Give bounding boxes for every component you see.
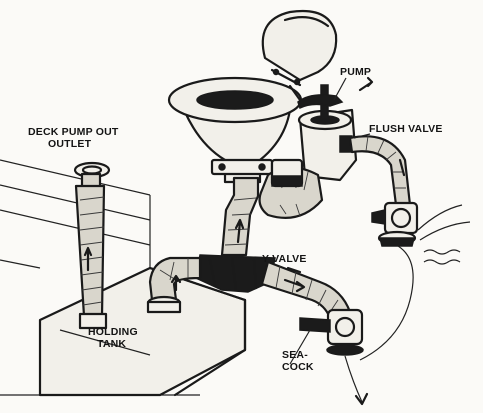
- label-deck-pump-out: DECK PUMP OUT: [28, 126, 119, 138]
- flow-arrow-y-valve: [286, 266, 302, 274]
- label-pump: PUMP: [340, 66, 371, 78]
- deck-pump-out-hose: [73, 161, 111, 330]
- discharge-hose: [220, 176, 260, 257]
- pump-outlet-hose: [258, 158, 324, 219]
- toilet-lid: [261, 9, 338, 87]
- tank-inlet-hose: [146, 256, 202, 314]
- intake-line: [359, 204, 471, 361]
- toilet-bowl: [167, 76, 303, 184]
- water-waves: [423, 249, 461, 265]
- pump: [288, 76, 374, 182]
- label-flush-valve: FLUSH VALVE: [369, 123, 443, 135]
- seacock: [299, 308, 364, 356]
- label-holding: HOLDING: [88, 326, 138, 338]
- label-seacock-line2: COCK: [282, 361, 314, 373]
- intake-hose: [348, 135, 412, 207]
- label-leader-lines: [289, 77, 371, 365]
- label-tank: TANK: [97, 338, 126, 350]
- label-deck-pump-out-outlet: OUTLET: [48, 138, 92, 150]
- label-y-valve: Y VALVE: [262, 253, 307, 265]
- flush-valve: [371, 201, 419, 247]
- overboard-arrow: [344, 355, 369, 406]
